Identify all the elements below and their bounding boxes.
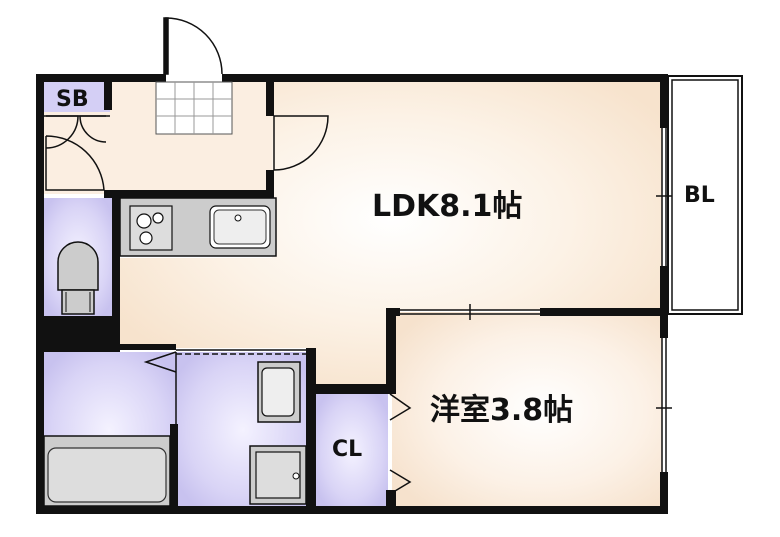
closet-door xyxy=(389,393,412,495)
front-door xyxy=(165,17,223,75)
balcony xyxy=(667,75,743,315)
stove xyxy=(129,205,173,251)
shoe-box-floor xyxy=(42,82,110,112)
closet-floor xyxy=(316,394,388,508)
washing-machine-pan xyxy=(249,445,307,505)
doors xyxy=(44,17,412,495)
ldk-floor xyxy=(120,80,662,388)
bathtub xyxy=(43,435,171,507)
bathroom-door xyxy=(143,351,177,373)
ldk-door xyxy=(273,115,329,171)
western-room-label: 洋室3.8帖 xyxy=(430,393,573,428)
western-room-floor xyxy=(392,312,662,508)
toilet xyxy=(57,241,99,315)
kitchen-counter xyxy=(119,197,277,257)
balcony-label: BL xyxy=(684,183,715,208)
entrance-tile xyxy=(155,81,233,135)
toilet-door xyxy=(45,135,105,191)
shoe-box-label: SB xyxy=(56,87,89,112)
shoe-box-door-left xyxy=(45,115,79,149)
windows xyxy=(400,128,672,472)
sink xyxy=(209,205,271,249)
balcony-floor xyxy=(668,82,740,310)
ldk-label: LDK8.1帖 xyxy=(372,189,522,224)
washbasin xyxy=(257,361,301,423)
closet-label: CL xyxy=(332,437,362,462)
walls xyxy=(36,74,668,514)
